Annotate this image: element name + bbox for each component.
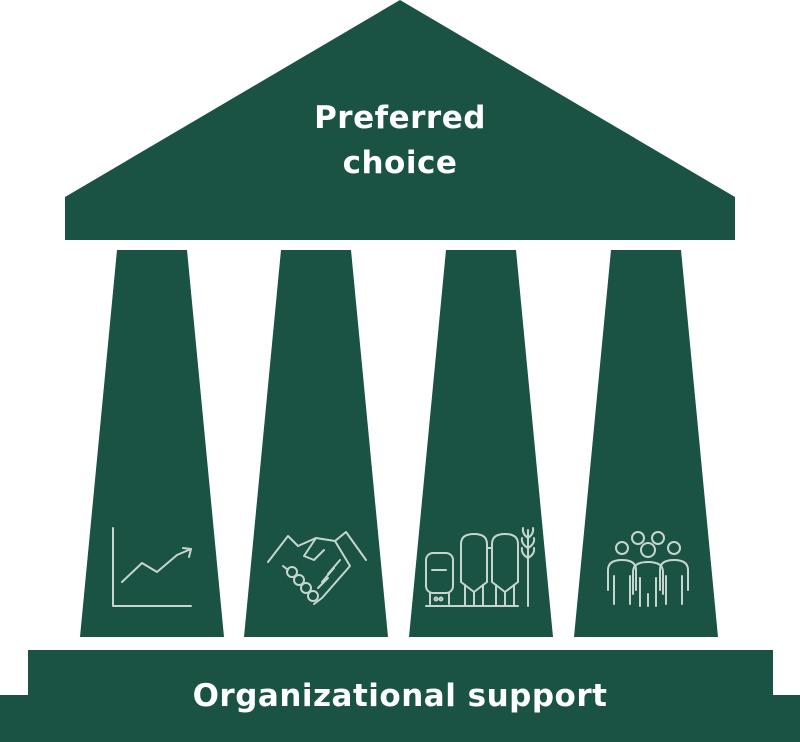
pillar-2	[244, 250, 388, 637]
roof-title: Preferred choice	[250, 96, 550, 186]
roof	[65, 0, 735, 240]
pillar-4	[574, 250, 718, 637]
growth-chart-icon	[112, 527, 192, 607]
handshake-icon	[267, 531, 367, 605]
base-label: Organizational support	[192, 678, 608, 714]
people-group-icon	[607, 531, 689, 607]
base-bottom-step	[0, 695, 800, 742]
brewery-tanks-icon	[425, 527, 536, 607]
pillar-3	[409, 250, 553, 637]
roof-title-line-2: choice	[342, 145, 458, 181]
roof-title-line-1: Preferred	[314, 100, 486, 136]
base-top-step	[28, 650, 773, 695]
pillar-1	[80, 250, 224, 637]
